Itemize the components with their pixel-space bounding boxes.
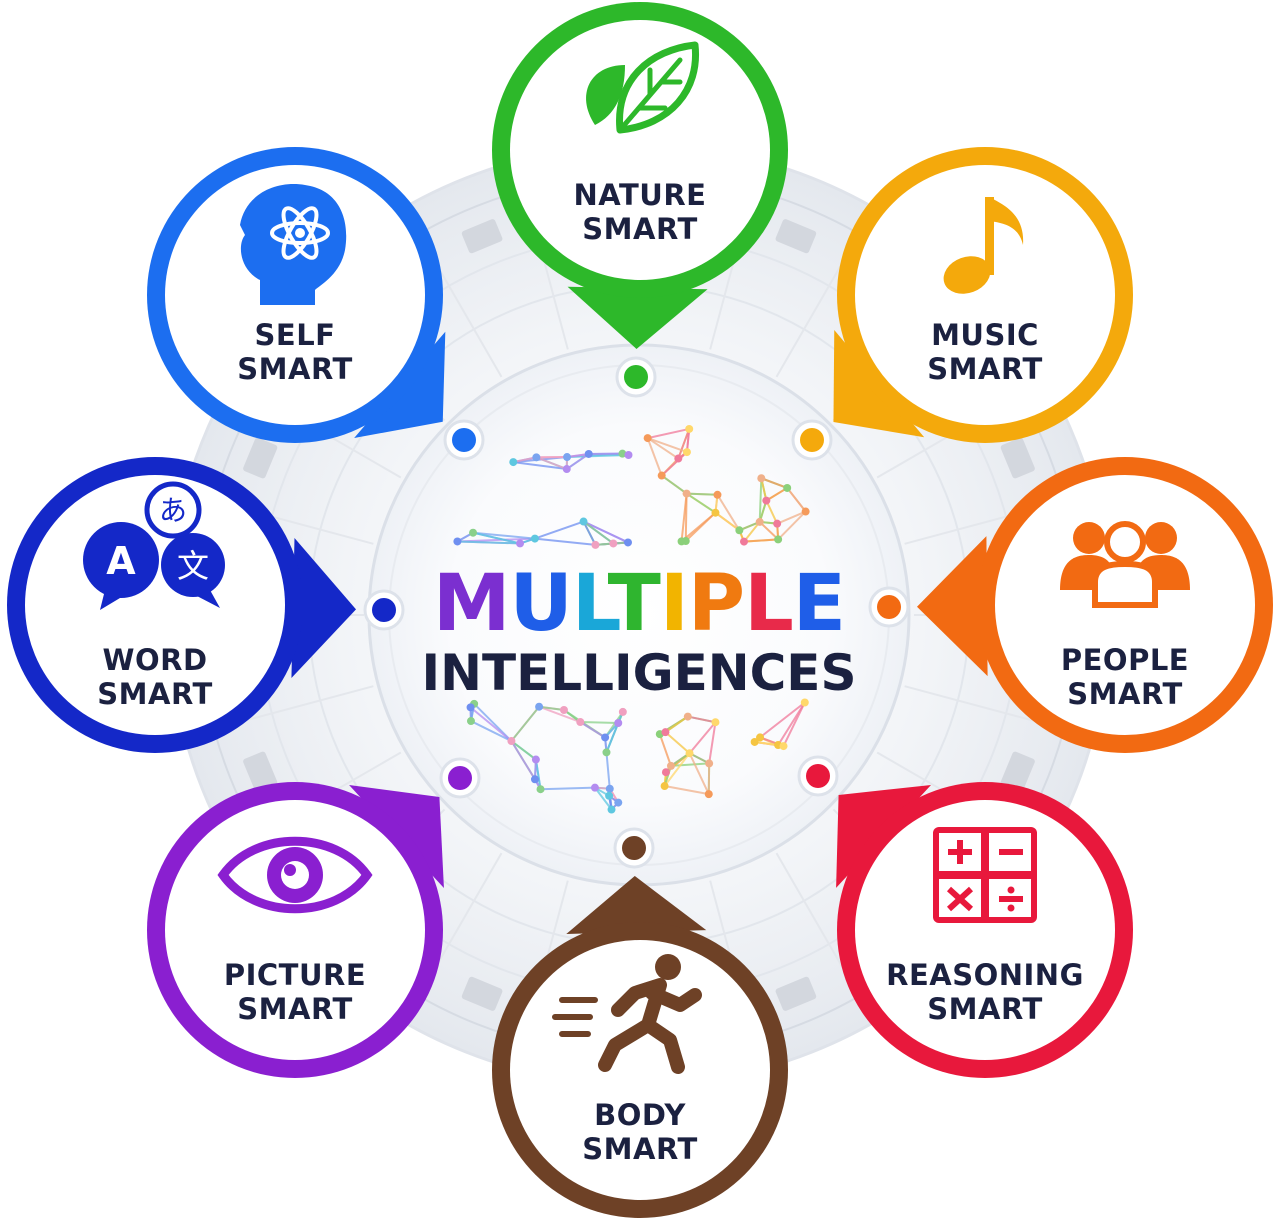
- connector-dot-word-fill: [372, 598, 396, 622]
- node-word-label-line2: SMART: [97, 677, 213, 711]
- node-word-pointer: [291, 538, 357, 678]
- connector-dot-people-fill: [877, 595, 901, 619]
- calculator-icon: [933, 827, 1037, 923]
- node-body-face: [510, 940, 770, 1200]
- leaf-icon: [586, 41, 700, 134]
- music-note-icon: [943, 197, 1024, 294]
- people-icon: [1060, 521, 1190, 608]
- title-letter: E: [793, 559, 845, 649]
- node-picture-label-line1: PICTURE: [224, 958, 366, 992]
- node-body-pointer: [566, 875, 707, 934]
- node-music-label-line1: MUSIC: [931, 318, 1039, 352]
- node-body-label-line1: BODY: [594, 1098, 686, 1132]
- title-letter: U: [510, 559, 572, 649]
- title-letter: M: [433, 559, 510, 649]
- title-letter: T: [608, 559, 661, 649]
- node-reasoning-label-line2: SMART: [927, 992, 1043, 1026]
- page-title: MULTIPLE INTELLIGENCES: [422, 559, 857, 702]
- node-nature-label-line1: NATURE: [574, 178, 707, 212]
- title-letter: P: [688, 559, 744, 649]
- connector-dot-self-fill: [452, 428, 476, 452]
- node-people-label-line1: PEOPLE: [1061, 643, 1189, 677]
- node-nature-pointer: [567, 286, 708, 350]
- connector-dot-nature-fill: [624, 365, 648, 389]
- running-person-icon: [552, 954, 702, 1074]
- letter-a-glyph: A: [106, 539, 136, 583]
- node-people-label-line2: SMART: [1067, 677, 1183, 711]
- title-letter: I: [660, 559, 688, 649]
- node-self-label-line2: SMART: [237, 352, 353, 386]
- node-reasoning-label-line1: REASONING: [886, 958, 1084, 992]
- connector-dot-reasoning-fill: [806, 764, 830, 788]
- translate-icon: Aあ文: [83, 481, 225, 610]
- title-line-multiple: MULTIPLE: [433, 559, 845, 649]
- node-nature-face: [510, 20, 770, 280]
- eye-icon: [217, 836, 373, 914]
- kanji-glyph: 文: [177, 547, 209, 585]
- connector-dot-music-fill: [800, 428, 824, 452]
- head-atom-icon: [240, 184, 347, 305]
- node-people-pointer: [916, 536, 988, 677]
- kana-glyph: あ: [159, 494, 187, 527]
- node-self-label-line1: SELF: [255, 318, 336, 352]
- connector-dot-picture-fill: [448, 766, 472, 790]
- node-music-face: [855, 165, 1115, 425]
- connector-dot-body-fill: [622, 836, 646, 860]
- title-line-intelligences: INTELLIGENCES: [422, 644, 857, 702]
- node-picture-label-line2: SMART: [237, 992, 353, 1026]
- node-nature-label-line2: SMART: [582, 212, 698, 246]
- node-music-label-line2: SMART: [927, 352, 1043, 386]
- title-letter: L: [744, 559, 793, 649]
- node-reasoning-face: [855, 800, 1115, 1060]
- brain-network-graphic: [453, 424, 810, 814]
- node-word-label-line1: WORD: [102, 643, 207, 677]
- node-body-label-line2: SMART: [582, 1132, 698, 1166]
